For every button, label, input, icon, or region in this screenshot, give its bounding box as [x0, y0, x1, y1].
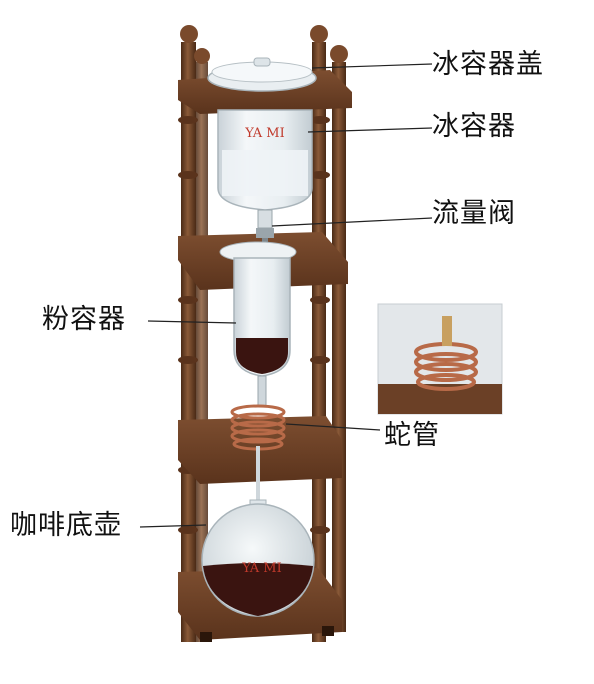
back-posts — [310, 25, 348, 642]
label-coil-tube: 蛇管 — [384, 420, 440, 451]
label-ice-lid: 冰容器盖 — [432, 49, 544, 80]
front-posts — [178, 25, 330, 642]
brand-mark-top: YA MI — [244, 126, 285, 141]
leader-lines — [139, 63, 433, 528]
ice-container-lid — [207, 57, 317, 92]
label-ice-container: 冰容器 — [432, 111, 516, 142]
coil-tube — [230, 404, 286, 510]
brand-mark-pot: YA MI — [241, 561, 282, 576]
label-powder-container: 粉容器 — [42, 304, 126, 335]
coffee-pot: YA MI — [201, 499, 315, 617]
label-flow-valve: 流量阀 — [432, 198, 516, 229]
ice-container: YA MI — [217, 109, 313, 229]
label-coffee-pot: 咖啡底壶 — [10, 510, 122, 541]
coil-inset — [377, 303, 503, 415]
powder-container — [219, 241, 297, 407]
